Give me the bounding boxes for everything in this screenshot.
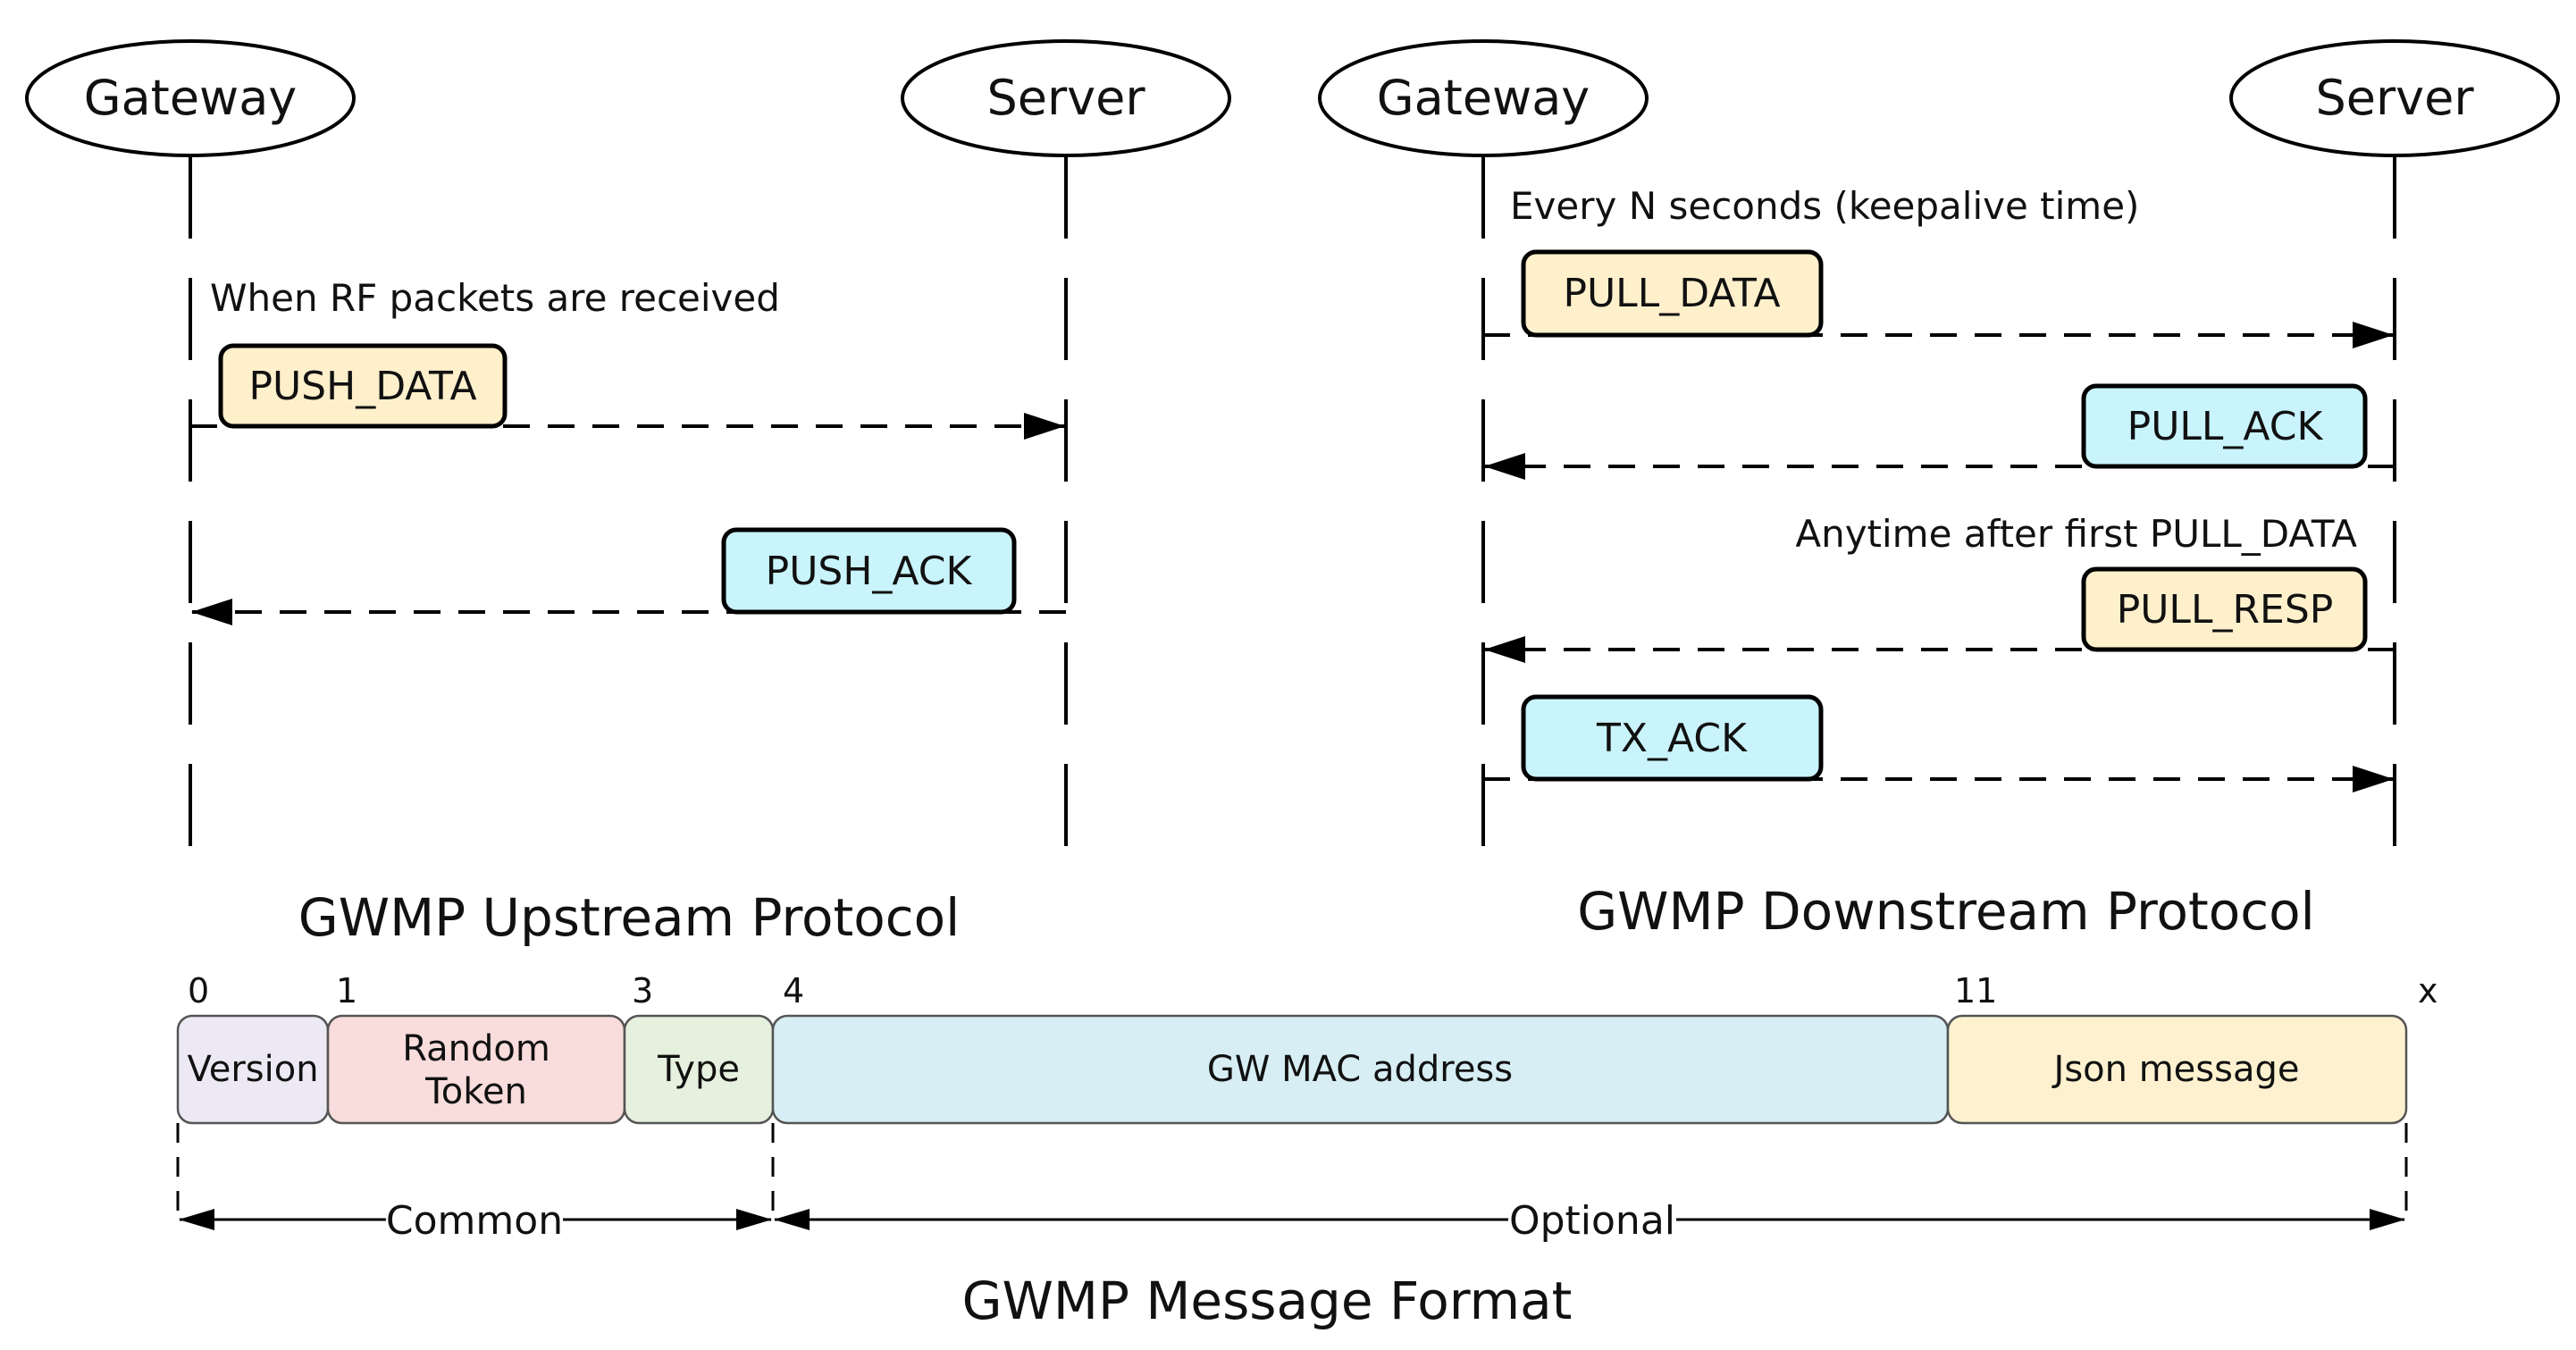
offset-11: 11 — [1954, 971, 1997, 1010]
downstream-gateway-label: Gateway — [1377, 70, 1590, 126]
downstream-sequence: Gateway Server Every N seconds (keepaliv… — [1318, 39, 2560, 942]
tx-ack-tag — [1521, 694, 1824, 782]
pull-data-tag — [1521, 249, 1824, 338]
common-label: Common — [386, 1198, 563, 1244]
offset-0: 0 — [188, 971, 209, 1010]
push-data-tag — [218, 343, 508, 429]
upstream-server-actor — [901, 39, 1231, 157]
field-json-message — [1946, 1014, 2408, 1125]
field-version-label: Version — [187, 1049, 318, 1090]
downstream-server-actor — [2229, 39, 2560, 157]
pull-resp-tag — [2081, 566, 2368, 652]
upstream-sequence: Gateway Server When RF packets are recei… — [25, 39, 1231, 948]
offset-3: 3 — [632, 971, 653, 1010]
pull-resp-label: PULL_RESP — [2117, 587, 2334, 633]
push-ack-label: PUSH_ACK — [766, 549, 973, 594]
field-json-message-label: Json message — [2052, 1049, 2300, 1090]
upstream-server-label: Server — [986, 70, 1145, 126]
upstream-gateway-label: Gateway — [84, 70, 298, 126]
offset-4: 4 — [783, 971, 804, 1010]
offset-1: 1 — [336, 971, 357, 1010]
downstream-gateway-actor — [1318, 39, 1649, 157]
anytime-note: Anytime after first PULL_DATA — [1795, 512, 2357, 556]
upstream-note: When RF packets are received — [210, 276, 780, 320]
field-random-token-label-line2: Token — [424, 1071, 527, 1112]
keepalive-note: Every N seconds (keepalive time) — [1510, 184, 2139, 228]
optional-label: Optional — [1509, 1198, 1675, 1244]
field-random-token-label-line1: Random — [402, 1028, 550, 1069]
message-format: 0 1 3 4 11 x Version Random Token Type G… — [176, 971, 2438, 1331]
message-format-title: GWMP Message Format — [962, 1270, 1573, 1331]
push-data-label: PUSH_DATA — [248, 364, 476, 409]
field-type-label: Type — [657, 1049, 740, 1090]
upstream-gateway-actor — [25, 39, 356, 157]
downstream-server-label: Server — [2315, 70, 2474, 126]
upstream-title: GWMP Upstream Protocol — [298, 887, 960, 948]
pull-data-label: PULL_DATA — [1563, 271, 1780, 316]
downstream-title: GWMP Downstream Protocol — [1577, 881, 2315, 942]
push-ack-tag — [721, 527, 1017, 615]
field-gw-mac-label: GW MAC address — [1207, 1049, 1513, 1090]
pull-ack-label: PULL_ACK — [2127, 404, 2324, 449]
offset-x: x — [2418, 971, 2438, 1010]
pull-ack-tag — [2081, 383, 2368, 469]
tx-ack-label: TX_ACK — [1596, 716, 1748, 761]
